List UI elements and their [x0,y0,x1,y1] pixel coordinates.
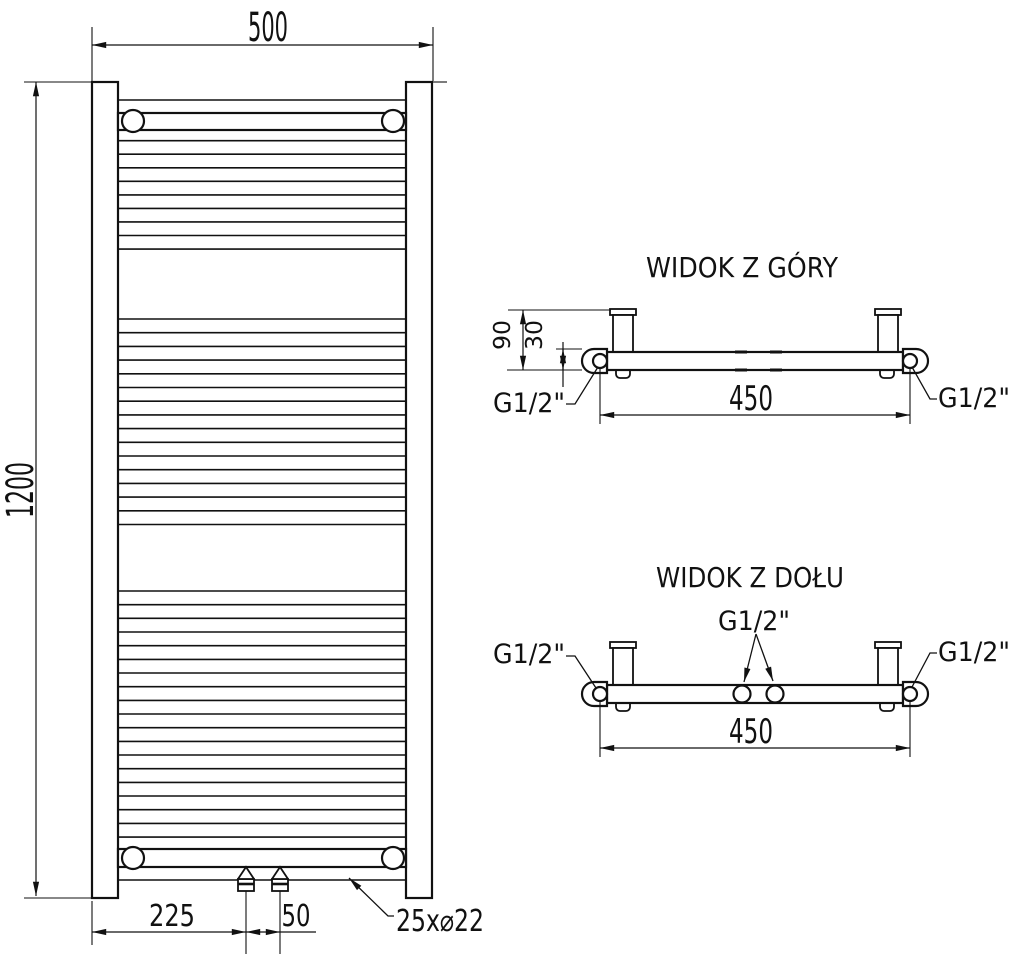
right-collector-rail [404,80,434,900]
valve-connection-left [236,865,256,954]
bottom-right-bracket-circle [380,845,406,871]
top-view-left-thread-hole [591,352,609,370]
dimension-width-500: 500 [91,5,447,83]
width-value: 500 [248,5,288,51]
bottom-view-center-connection-left [732,684,752,704]
left-collector-rail [90,80,120,900]
valve-connection-right [270,865,290,954]
bottom-view-thread-label-left: G1/2" [493,639,597,689]
dimension-valve-offset-225: 225 [91,899,247,945]
bottom-bracket-bar [116,847,408,869]
dimension-pipe-offset-30: 30 [522,320,582,387]
top-left-bracket-circle [120,108,146,134]
bottom-left-bracket-circle [120,845,146,871]
dimension-top-span-450: 450 [599,369,911,424]
tube-spec-value: 25x⌀22 [396,904,484,939]
thread-left-value: G1/2" [493,639,565,670]
bottom-view-left-thread-hole [591,685,609,703]
thread-right-value: G1/2" [938,383,1010,414]
bottom-view-title: WIDOK Z DOŁU [656,561,844,594]
top-span-value: 450 [729,379,773,419]
tube-spec-callout: 25x⌀22 [348,877,484,939]
dimension-height-1200: 1200 [0,81,92,899]
top-view-thread-label-left: G1/2" [493,366,599,419]
bottom-view-center-connection-right [765,684,785,704]
bottom-view-bar [605,683,905,705]
bottom-view-left-bracket [609,641,637,712]
top-view-title: WIDOK Z GÓRY [646,250,839,284]
top-view-bar [605,350,905,372]
thread-right-value: G1/2" [938,637,1010,668]
bottom-view-right-thread-hole [901,685,919,703]
front-view: 500 1200 225 50 25x⌀22 [0,5,484,954]
valve-spacing-value: 50 [282,899,311,934]
top-view-thread-label-right: G1/2" [911,366,1010,414]
dimension-valve-spacing-50: 50 [245,899,316,936]
thread-left-value: G1/2" [493,388,565,419]
valve-offset-value: 225 [149,899,195,934]
bottom-span-value: 450 [729,712,773,752]
top-right-bracket-circle [380,108,406,134]
depth-value: 90 [490,320,516,350]
bottom-view-thread-label-center: G1/2" [718,606,790,683]
height-value: 1200 [0,462,42,518]
top-view-right-bracket [874,308,902,379]
dimension-depth-90: 90 [490,309,611,371]
top-view-right-thread-hole [901,352,919,370]
top-view-left-bracket [609,308,637,379]
bottom-view-thread-label-right: G1/2" [911,637,1010,688]
thread-center-value: G1/2" [718,606,790,637]
bottom-view-right-bracket [874,641,902,712]
bottom-view: WIDOK Z DOŁU G1/2" [493,561,1010,757]
dimension-bottom-span-450: 450 [599,700,911,757]
top-bracket-bar [116,111,408,132]
tube-bank [118,99,406,838]
top-view: WIDOK Z GÓRY 90 [490,250,1010,424]
pipe-offset-value: 30 [522,320,548,350]
